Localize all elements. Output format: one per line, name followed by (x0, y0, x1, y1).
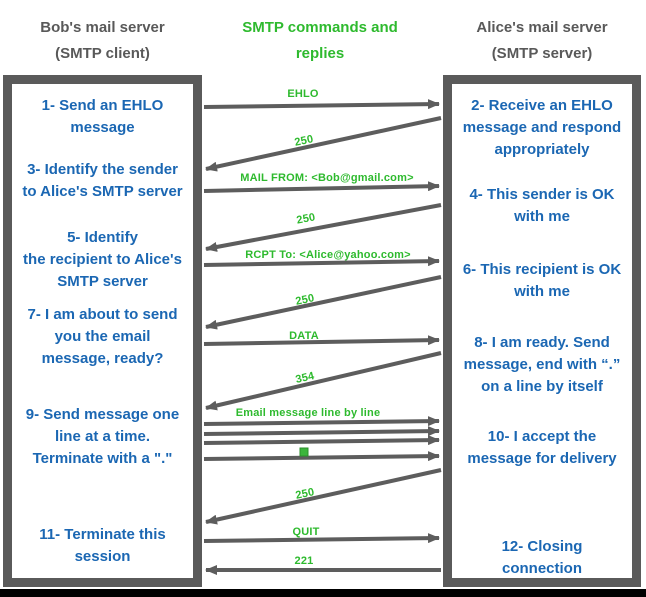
client-step-3: 3- Identify the sender to Alice's SMTP s… (22, 161, 183, 200)
label-data: DATA (289, 330, 319, 342)
arrow-terminating-dot (203, 451, 440, 462)
client-step-5: 5- Identify the recipient to Alice's SMT… (23, 229, 182, 290)
client-box: 1- Send an EHLO message 3- Identify the … (3, 75, 202, 587)
label-quit: QUIT (292, 526, 320, 538)
server-box: 2- Receive an EHLO message and respond a… (443, 75, 641, 587)
label-rcpt-to: RCPT To: <Alice@yahoo.com> (245, 249, 411, 261)
server-step-4: 4- This sender is OK with me (469, 186, 615, 225)
server-column-header: Alice's mail server (SMTP server) (476, 19, 608, 62)
arrow-data (203, 335, 440, 346)
arrow-email-line-1 (203, 416, 440, 427)
arrow-reply-250-2 (205, 203, 442, 252)
server-step-2: 2- Receive an EHLO message and respond a… (462, 97, 622, 158)
server-step-12: 12- Closing connection (501, 538, 583, 577)
terminating-dot-marker (299, 447, 309, 457)
label-email-lines: Email message line by line (235, 407, 381, 419)
client-step-11: 11- Terminate this session (39, 526, 166, 565)
arrow-quit (203, 533, 440, 544)
arrow-rcpt-to (203, 256, 440, 267)
commands-column-header: SMTP commands and replies (242, 19, 398, 62)
arrow-reply-354 (205, 351, 442, 411)
bottom-black-bar (0, 589, 646, 597)
server-step-6: 6- This recipient is OK with me (462, 261, 622, 300)
arrow-mail-from (203, 181, 440, 193)
arrow-reply-250-4 (205, 468, 442, 525)
server-step-10: 10- I accept the message for delivery (467, 428, 617, 467)
client-column-header: Bob's mail server (SMTP client) (40, 19, 165, 62)
client-step-9: 9- Send message one line at a time. Term… (25, 406, 180, 467)
arrow-reply-250-3 (205, 275, 442, 330)
label-mail-from: MAIL FROM: <Bob@gmail.com> (240, 172, 414, 184)
label-reply-221: 221 (294, 555, 314, 567)
arrow-reply-250-1 (205, 116, 442, 172)
server-step-8: 8- I am ready. Send message, end with “.… (463, 334, 621, 395)
client-step-1: 1- Send an EHLO message (41, 97, 164, 136)
label-ehlo: EHLO (287, 88, 319, 100)
client-step-7: 7- I am about to send you the email mess… (27, 306, 178, 367)
arrow-email-line-2 (203, 426, 440, 437)
arrow-ehlo (203, 99, 440, 110)
arrow-email-line-3 (203, 435, 440, 446)
